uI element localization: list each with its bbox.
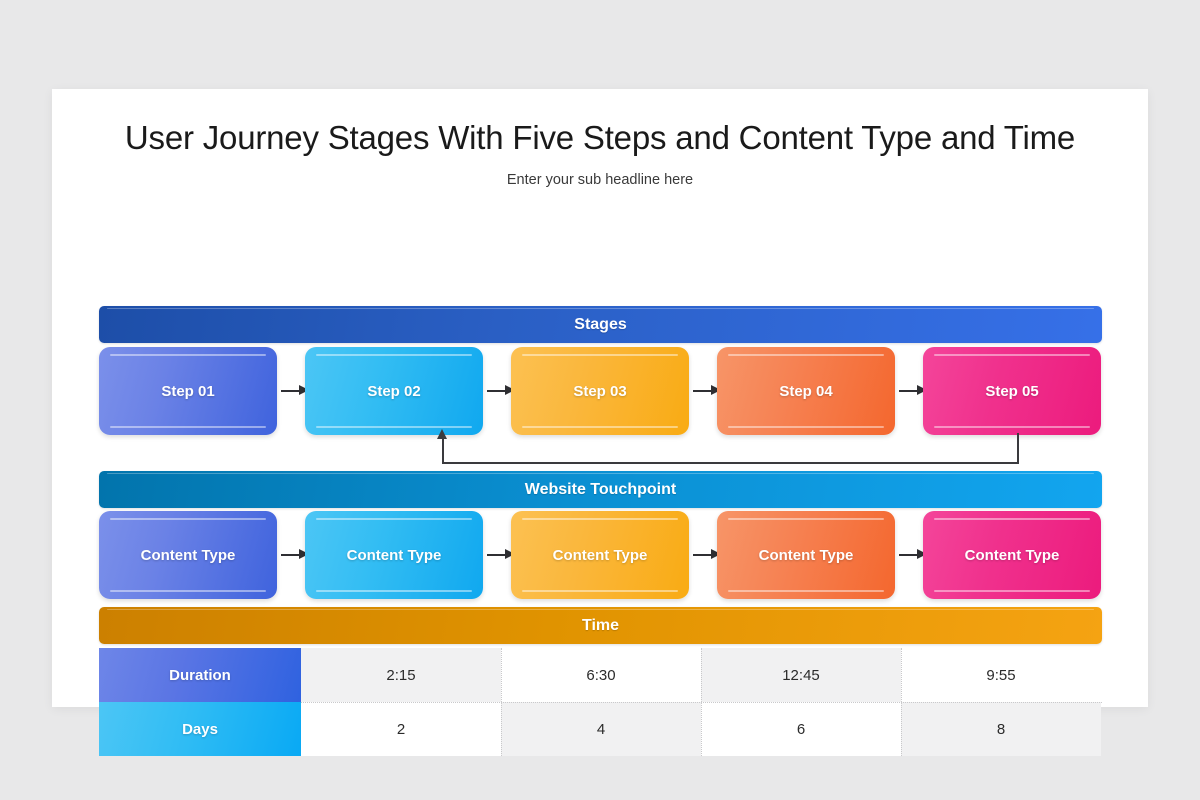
step-box-4-label: Step 04 — [779, 382, 833, 400]
arrow-shaft — [899, 554, 919, 556]
band-stages-label: Stages — [574, 315, 627, 333]
arrow-shaft — [487, 390, 507, 392]
gloss-highlight-top — [110, 518, 266, 520]
arrow-head — [505, 549, 515, 559]
content-type-box-4-label: Content Type — [758, 546, 854, 564]
gloss-highlight-top — [110, 354, 266, 356]
content-type-box-3[interactable]: Content Type — [511, 511, 689, 599]
table-cell[interactable]: 2 — [301, 702, 501, 756]
table-cell[interactable]: 2:15 — [301, 648, 501, 702]
gloss-highlight-bottom — [934, 590, 1090, 592]
table-cell[interactable]: 6:30 — [501, 648, 701, 702]
table-row-label-duration[interactable]: Duration — [99, 648, 301, 702]
gloss-highlight-bottom — [110, 590, 266, 592]
band-time[interactable]: Time — [99, 607, 1102, 644]
table-row-label-days-text: Days — [182, 720, 218, 738]
gloss-highlight-top — [728, 518, 884, 520]
arrow-right-icon — [899, 549, 927, 560]
gloss-highlight-top — [316, 354, 472, 356]
content-type-row: Content Type Content Type Content Type — [99, 511, 1102, 599]
arrow-shaft — [281, 390, 301, 392]
loop-back-arrow-icon — [99, 429, 1102, 475]
step-box-2[interactable]: Step 02 — [305, 347, 483, 435]
arrow-right-icon — [487, 385, 515, 396]
arrow-right-icon — [281, 385, 309, 396]
gloss-highlight-bottom — [728, 590, 884, 592]
arrow-right-icon — [693, 549, 721, 560]
steps-row: Step 01 Step 02 Step 03 Step 04 — [99, 347, 1102, 435]
gloss-highlight-top — [316, 518, 472, 520]
table-row: Duration 2:15 6:30 12:45 9:55 — [99, 648, 1102, 702]
loop-segment-right — [1017, 433, 1019, 464]
gloss-highlight-top — [934, 354, 1090, 356]
loop-segment-bottom — [442, 462, 1019, 464]
table-row-divider — [301, 702, 1102, 704]
slide-canvas: User Journey Stages With Five Steps and … — [52, 89, 1148, 756]
arrow-shaft — [899, 390, 919, 392]
page-subtitle: Enter your sub headline here — [506, 172, 694, 188]
loop-segment-left — [442, 438, 444, 464]
time-table: Duration 2:15 6:30 12:45 9:55 Days 2 4 6… — [99, 648, 1102, 756]
band-website-touchpoint-label: Website Touchpoint — [524, 480, 677, 498]
loop-arrow-head — [437, 429, 447, 439]
table-cell[interactable]: 8 — [901, 702, 1101, 756]
page-title: User Journey Stages With Five Steps and … — [124, 119, 1076, 156]
gloss-highlight-top — [522, 518, 678, 520]
gloss-highlight-top — [728, 354, 884, 356]
gloss-highlight-bottom — [522, 426, 678, 428]
arrow-head — [917, 385, 927, 395]
step-box-2-label: Step 02 — [367, 382, 421, 400]
gloss-highlight-bottom — [316, 426, 472, 428]
arrow-shaft — [693, 554, 713, 556]
gloss-highlight-bottom — [934, 426, 1090, 428]
content-type-box-2-label: Content Type — [346, 546, 442, 564]
table-row-label-duration-text: Duration — [169, 666, 231, 684]
band-stages[interactable]: Stages — [99, 306, 1102, 343]
content-type-box-3-label: Content Type — [552, 546, 648, 564]
step-box-1[interactable]: Step 01 — [99, 347, 277, 435]
step-box-1-label: Step 01 — [161, 382, 215, 400]
arrow-right-icon — [693, 385, 721, 396]
table-cell[interactable]: 9:55 — [901, 648, 1101, 702]
content-type-box-2[interactable]: Content Type — [305, 511, 483, 599]
content-type-box-5[interactable]: Content Type — [923, 511, 1101, 599]
arrow-right-icon — [899, 385, 927, 396]
arrow-right-icon — [281, 549, 309, 560]
gloss-highlight-bottom — [316, 590, 472, 592]
step-box-3-label: Step 03 — [573, 382, 627, 400]
arrow-head — [711, 385, 721, 395]
arrow-shaft — [281, 554, 301, 556]
gloss-highlight-top — [934, 518, 1090, 520]
arrow-shaft — [487, 554, 507, 556]
content-type-box-4[interactable]: Content Type — [717, 511, 895, 599]
arrow-head — [711, 549, 721, 559]
content-type-box-1-label: Content Type — [140, 546, 236, 564]
band-website-touchpoint[interactable]: Website Touchpoint — [99, 471, 1102, 508]
step-box-5[interactable]: Step 05 — [923, 347, 1101, 435]
step-box-3[interactable]: Step 03 — [511, 347, 689, 435]
arrow-right-icon — [487, 549, 515, 560]
gloss-highlight-bottom — [728, 426, 884, 428]
gloss-highlight-bottom — [110, 426, 266, 428]
content-type-box-1[interactable]: Content Type — [99, 511, 277, 599]
arrow-head — [505, 385, 515, 395]
table-cell[interactable]: 6 — [701, 702, 901, 756]
table-row-label-days[interactable]: Days — [99, 702, 301, 756]
step-box-5-label: Step 05 — [985, 382, 1039, 400]
gloss-highlight-top — [522, 354, 678, 356]
table-row: Days 2 4 6 8 — [99, 702, 1102, 756]
band-time-label: Time — [581, 616, 620, 634]
arrow-head — [299, 385, 309, 395]
arrow-shaft — [693, 390, 713, 392]
step-box-4[interactable]: Step 04 — [717, 347, 895, 435]
arrow-head — [917, 549, 927, 559]
content-type-box-5-label: Content Type — [964, 546, 1060, 564]
gloss-highlight-bottom — [522, 590, 678, 592]
arrow-head — [299, 549, 309, 559]
table-cell[interactable]: 12:45 — [701, 648, 901, 702]
table-cell[interactable]: 4 — [501, 702, 701, 756]
